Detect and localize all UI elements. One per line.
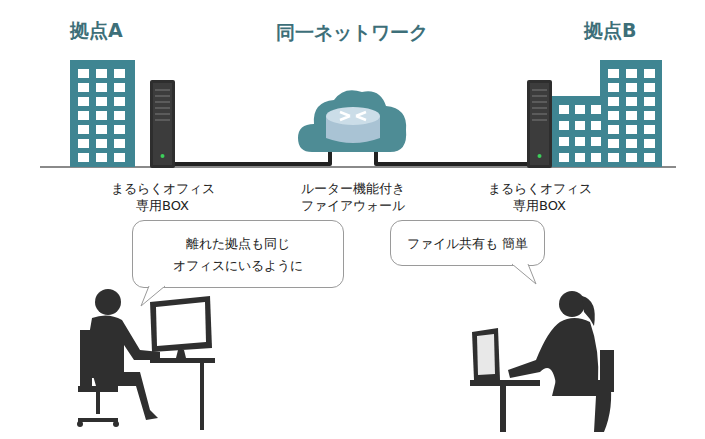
speech-bubble: 離れた拠点も同じ オフィスにいるように <box>132 220 344 288</box>
woman-silhouette <box>470 291 614 432</box>
cloud-shape <box>298 86 408 152</box>
building: 拠点A <box>70 60 135 167</box>
man-silhouette <box>77 289 215 430</box>
speech-bubble: ファイル共有も 簡単 <box>390 220 545 266</box>
server-tower: まるらくオフィス 専用BOX <box>527 80 552 168</box>
device-label: まるらくオフィス 専用BOX <box>97 180 229 214</box>
building-shape <box>552 60 662 167</box>
server-shape <box>527 80 552 168</box>
server-shape <box>150 80 175 168</box>
building-shape <box>70 60 135 167</box>
server-tower: まるらくオフィス 専用BOX <box>150 80 175 168</box>
monitor-right <box>472 328 500 380</box>
bubble-tail <box>139 286 179 310</box>
site-heading: 拠点B <box>584 18 636 44</box>
router-label: ルーター機能付き ファイアウォール <box>289 180 417 214</box>
building: 拠点B <box>552 60 662 167</box>
network-cloud: ルーター機能付き ファイアウォール <box>298 86 408 152</box>
network-cable <box>175 150 330 164</box>
bubble-text: 離れた拠点も同じ オフィスにいるように <box>143 233 333 277</box>
monitor-left <box>150 296 212 358</box>
site-heading: 拠点A <box>70 18 123 44</box>
bubble-text: ファイル共有も 簡単 <box>401 233 534 255</box>
bubble-tail <box>498 264 538 288</box>
device-label: まるらくオフィス 専用BOX <box>474 180 606 214</box>
network-heading: 同一ネットワーク <box>232 20 472 46</box>
network-cable <box>376 150 527 164</box>
